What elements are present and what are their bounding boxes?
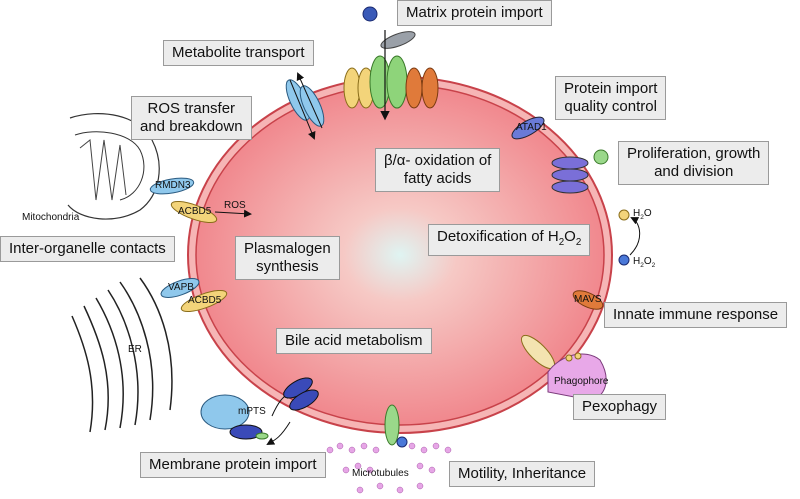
detoxification-label: Detoxification of H2O2: [428, 224, 591, 256]
mavs-protein: [572, 290, 604, 310]
pex11-stack: [551, 149, 609, 194]
acbd5-top-protein: [170, 200, 218, 224]
mpts-label: mPTS: [238, 406, 266, 417]
mavs-label: MAVS: [574, 294, 602, 305]
rmdn3-protein: [149, 177, 195, 195]
mitochondria-label: Mitochondria: [22, 212, 80, 223]
ros-label: ROS: [224, 200, 246, 211]
microtubule-shapes: [326, 404, 452, 494]
er-shape: [71, 277, 173, 433]
microtubules-label: Microtubules: [352, 468, 409, 479]
metabolite-transport-label: Metabolite transport: [163, 40, 314, 66]
ros-arrow: [214, 209, 252, 218]
bile-acid-label: Bile acid metabolism: [276, 328, 432, 354]
membrane-import-shapes: [200, 377, 319, 445]
inter-organelle-label: Inter-organelle contacts: [0, 236, 175, 262]
acbd5-bottom-protein: [180, 289, 228, 313]
matrix-protein-import-label: Matrix protein import: [397, 0, 552, 26]
pexophagy-label: Pexophagy: [573, 394, 667, 420]
acbd5-bottom-label: ACBD5: [188, 295, 222, 306]
pexophagy-shapes: [520, 334, 607, 401]
membrane-import-label: Membrane protein import: [140, 452, 326, 478]
metabolite-transporter: [285, 72, 325, 140]
h2o-label: H2O: [633, 208, 652, 221]
h2o2-detox: [618, 209, 641, 266]
phagophore-label: Phagophore: [554, 376, 609, 387]
innate-immune-label: Innate immune response: [604, 302, 788, 328]
motility-label: Motility, Inheritance: [449, 461, 596, 487]
atad1-label: ATAD1: [516, 122, 547, 133]
vapb-label: VAPB: [168, 282, 194, 293]
h2o2-label: H2O2: [633, 256, 656, 269]
rmdn3-label: RMDN3: [155, 180, 191, 191]
matrix-import-complex: [343, 6, 439, 121]
er-label: ER: [128, 344, 142, 355]
acbd5-top-label: ACBD5: [178, 206, 212, 217]
vapb-protein: [160, 278, 200, 298]
atad1-protein: [511, 116, 545, 140]
